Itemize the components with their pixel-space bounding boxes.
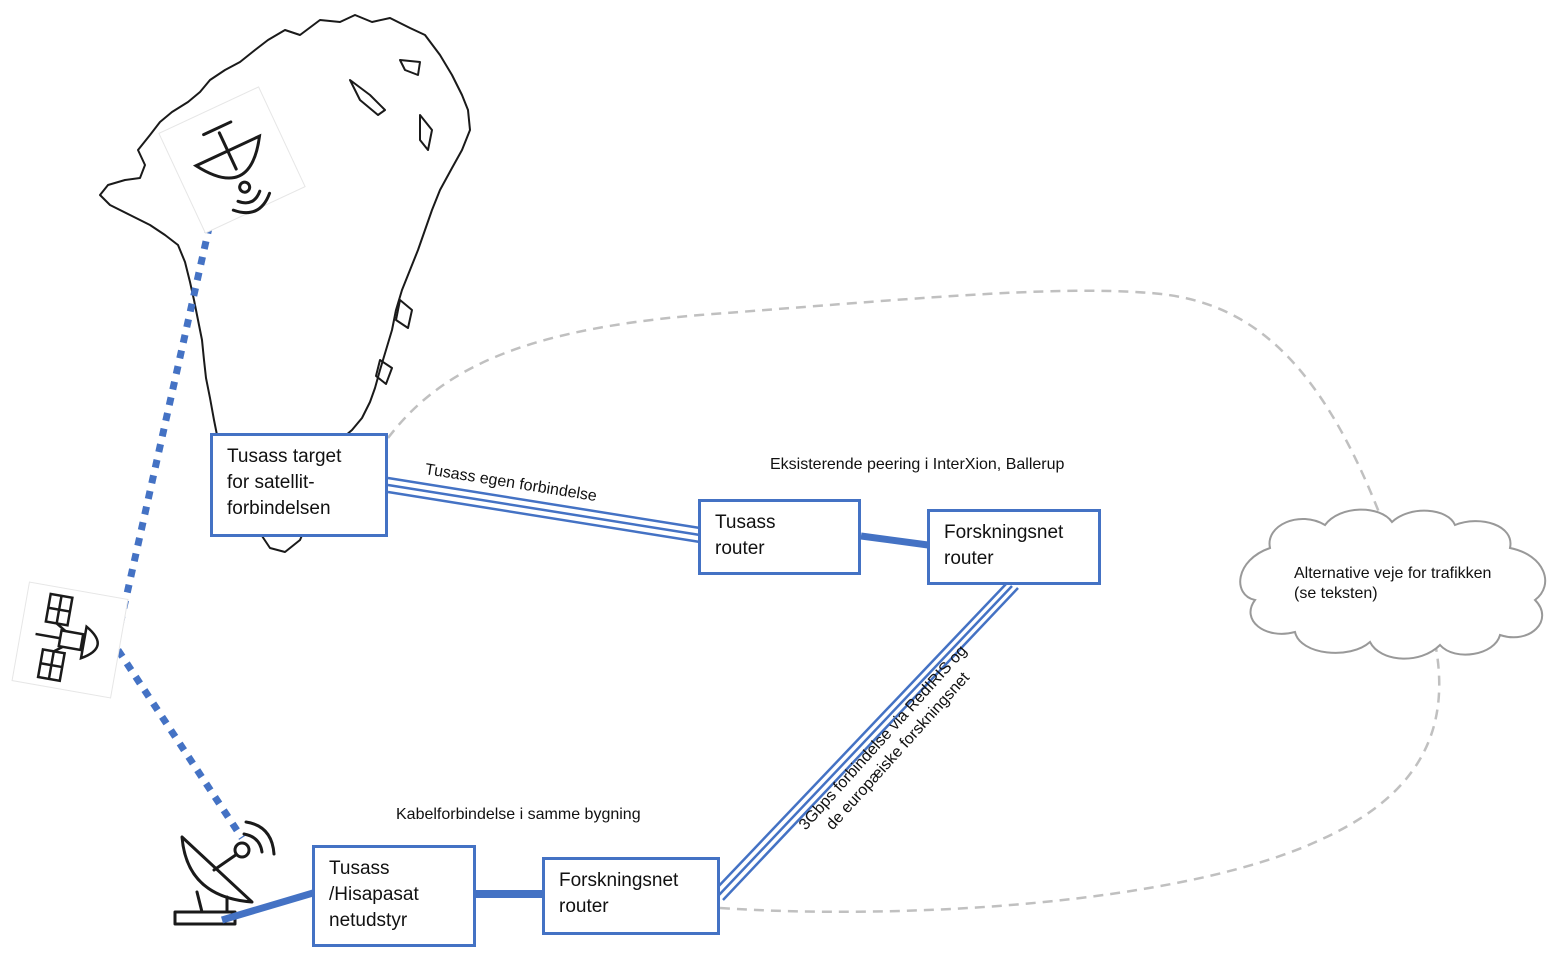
tusass-target-node: Tusass target for satellit- forbindelsen [210,433,388,537]
tusass-egen-link [387,476,701,544]
tusass-router-node: Tusass router [698,499,861,575]
satellite-icon [11,581,129,699]
alternative-route-dashed [387,289,1441,914]
satellite-dish-icon [158,86,306,234]
gbps-link [714,583,1019,901]
tusass-router-label: Tusass router [715,512,776,559]
ground-station-dish-icon [173,820,276,926]
forskningsnet-router-bottom-label: Forskningsnet router [559,870,679,917]
tusass-hisapasat-label: Tusass /Hisapasat netudstyr [329,858,419,931]
forskningsnet-router-top-node: Forskningsnet router [927,509,1101,585]
tusass-hisapasat-node: Tusass /Hisapasat netudstyr [312,845,476,947]
cloud-icon [1239,508,1547,660]
dish-cable-link [221,889,314,924]
cloud-label: Alternative veje for trafikken (se tekst… [1294,565,1492,602]
satellite-link-dotted [115,209,245,840]
forskningsnet-router-bottom-node: Forskningsnet router [542,857,720,935]
kabel-label: Kabelforbindelse i samme bygning [396,806,641,823]
peering-link [860,532,929,549]
peering-label: Eksisterende peering i InterXion, Baller… [770,456,1065,473]
forskningsnet-router-top-label: Forskningsnet router [944,522,1064,569]
tusass-target-label: Tusass target for satellit- forbindelsen [227,446,342,519]
